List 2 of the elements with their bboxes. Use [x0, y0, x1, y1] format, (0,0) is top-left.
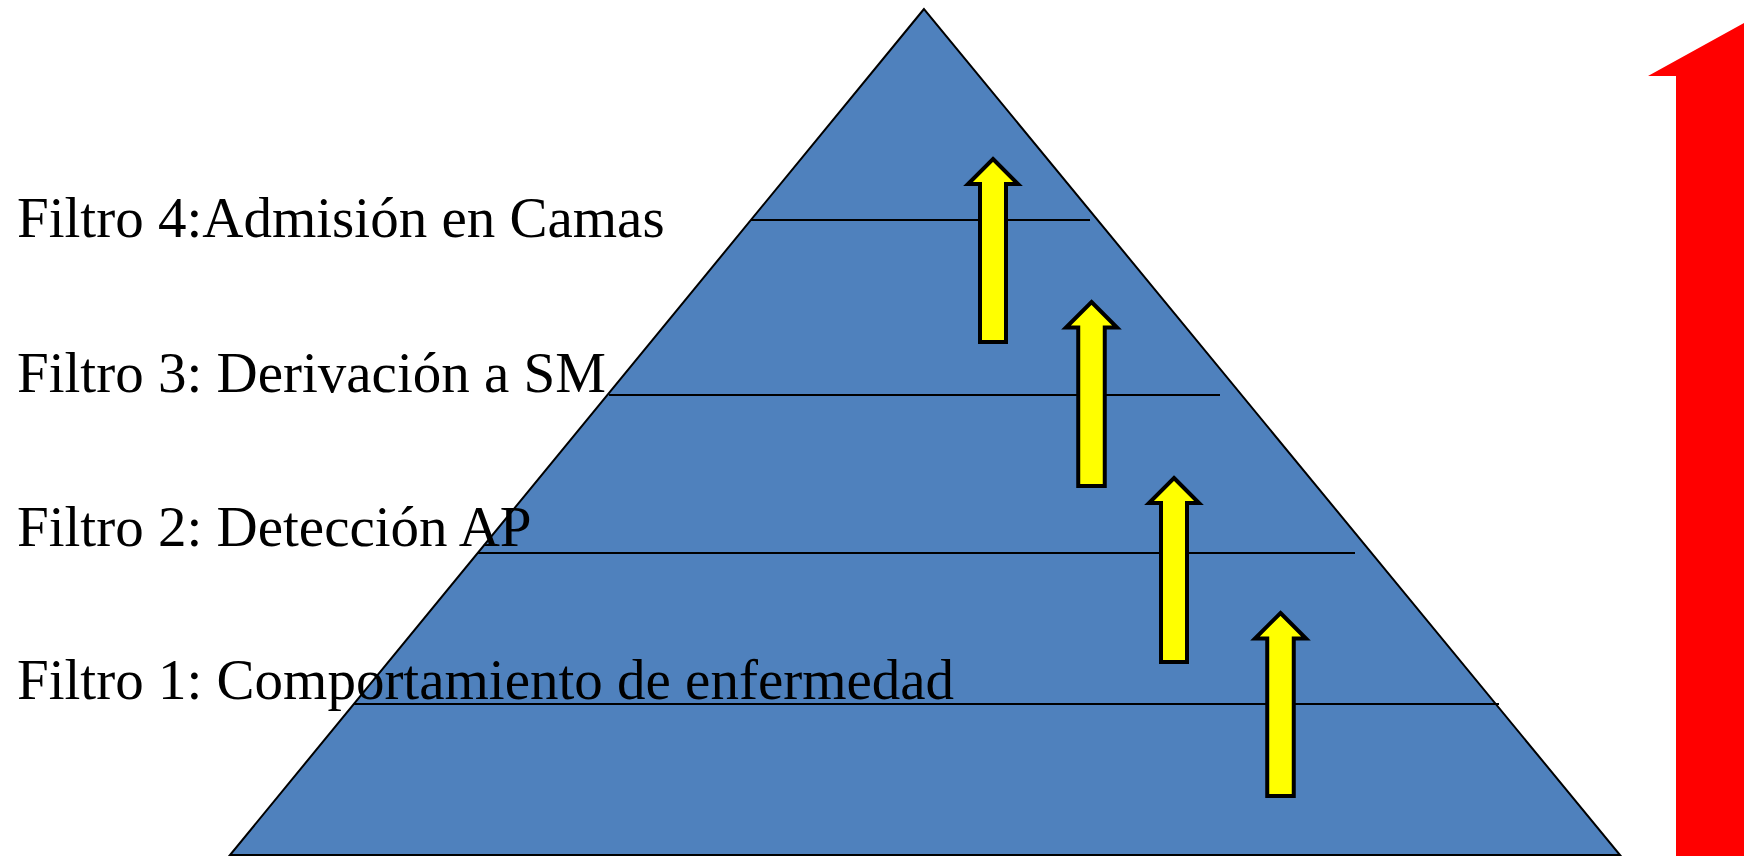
level-label: Filtro 3: Derivación a SM [17, 341, 606, 405]
level-label: Filtro 4:Admisión en Camas [17, 186, 665, 250]
